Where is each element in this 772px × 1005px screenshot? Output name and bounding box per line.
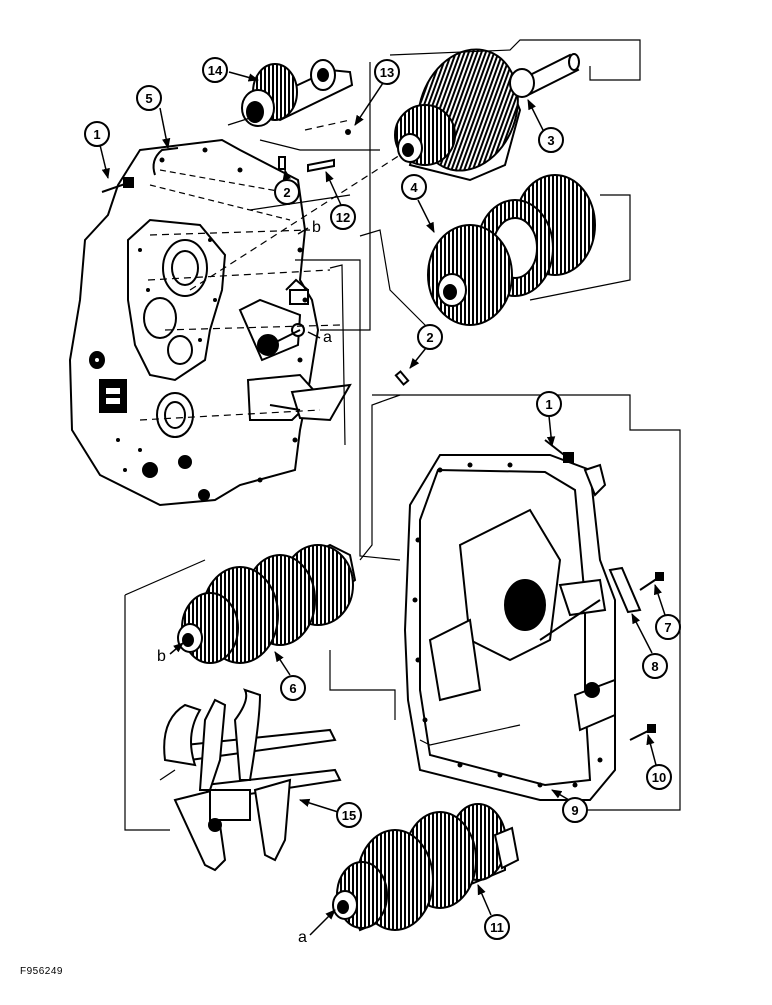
- lower-housing-bolt-holes: [412, 462, 603, 788]
- callout-6: 6: [280, 675, 306, 701]
- svg-text:11: 11: [490, 920, 504, 935]
- svg-text:3: 3: [547, 133, 554, 148]
- dowel-pins: [278, 156, 410, 386]
- figure-id-label: F956249: [20, 966, 63, 977]
- callout-2-upper: 2: [274, 179, 300, 205]
- callout-7: 7: [655, 614, 681, 640]
- callout-15: 15: [336, 802, 362, 828]
- plug-13: [345, 129, 351, 135]
- svg-text:9: 9: [571, 803, 578, 818]
- svg-text:7: 7: [664, 620, 671, 635]
- callout-1-upper: 1: [84, 121, 110, 147]
- letter-a-top: a: [323, 329, 332, 346]
- upper-shaft-gear: [241, 59, 354, 127]
- callout-8: 8: [642, 653, 668, 679]
- bolt-upper: [101, 177, 134, 193]
- callout-2-lower: 2: [417, 324, 443, 350]
- callout-11: 11: [484, 914, 510, 940]
- callout-14: 14: [202, 57, 228, 83]
- lower-gear-shaft: [177, 543, 357, 664]
- shift-fork-assembly: [163, 688, 342, 872]
- spring-pin-12: [307, 158, 335, 173]
- letter-b-top: b: [312, 219, 321, 236]
- svg-text:5: 5: [145, 91, 152, 106]
- lower-housing: [403, 454, 616, 801]
- bolt-7: [639, 572, 664, 591]
- leader-lines: [99, 71, 666, 936]
- svg-text:13: 13: [380, 65, 394, 80]
- letter-b-bottom: b: [157, 648, 166, 665]
- callout-4: 4: [401, 174, 427, 200]
- svg-text:12: 12: [336, 210, 350, 225]
- callout-12: 12: [330, 204, 356, 230]
- output-gear-shaft: [332, 803, 520, 932]
- svg-text:15: 15: [342, 808, 356, 823]
- callout-5: 5: [136, 85, 162, 111]
- callout-9: 9: [562, 797, 588, 823]
- callout-10: 10: [646, 764, 672, 790]
- svg-text:1: 1: [545, 397, 552, 412]
- svg-text:4: 4: [410, 180, 418, 195]
- lock-plate-8: [608, 566, 642, 614]
- callout-1-lower: 1: [536, 391, 562, 417]
- callout-3: 3: [538, 127, 564, 153]
- svg-text:8: 8: [651, 659, 658, 674]
- letter-a-bottom: a: [298, 929, 307, 946]
- svg-text:6: 6: [289, 681, 296, 696]
- svg-text:2: 2: [426, 330, 433, 345]
- bolt-10: [629, 724, 656, 741]
- phantom-lines: [124, 39, 681, 831]
- drum-shaft: [394, 48, 580, 182]
- upper-housing: [68, 138, 352, 507]
- letter-labels: b a b a: [157, 219, 332, 946]
- cluster-gear-shaft: [427, 174, 596, 326]
- alignment-lines: [139, 119, 401, 421]
- svg-text:2: 2: [283, 185, 290, 200]
- callout-13: 13: [374, 59, 400, 85]
- svg-text:14: 14: [208, 63, 223, 78]
- svg-text:10: 10: [652, 770, 666, 785]
- svg-text:1: 1: [93, 127, 100, 142]
- housing-bolt-holes: [116, 147, 308, 483]
